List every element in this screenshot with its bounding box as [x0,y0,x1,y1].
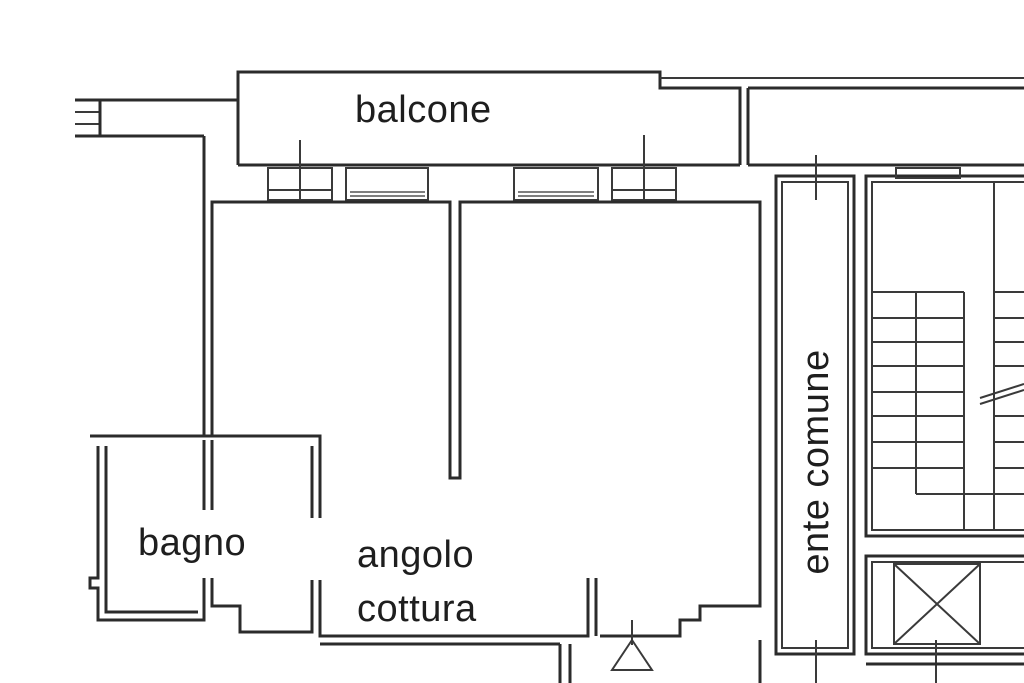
bathroom-walls [88,434,598,638]
elevator-shaft [864,554,1024,683]
room-label-ente-comune: ente comune [795,349,837,575]
apartment-walls [210,200,762,638]
room-label-balcone: balcone [355,89,492,131]
room-label-cottura: cottura [357,588,477,630]
windows-balcony [267,135,677,201]
stairwell [864,167,1024,538]
room-label-bagno: bagno [138,522,247,564]
left-exterior-wall [75,98,238,436]
room-label-angolo: angolo [357,534,475,576]
bottom-walls [320,620,762,683]
balcony-outline [236,70,1024,167]
common-corridor [774,155,856,683]
